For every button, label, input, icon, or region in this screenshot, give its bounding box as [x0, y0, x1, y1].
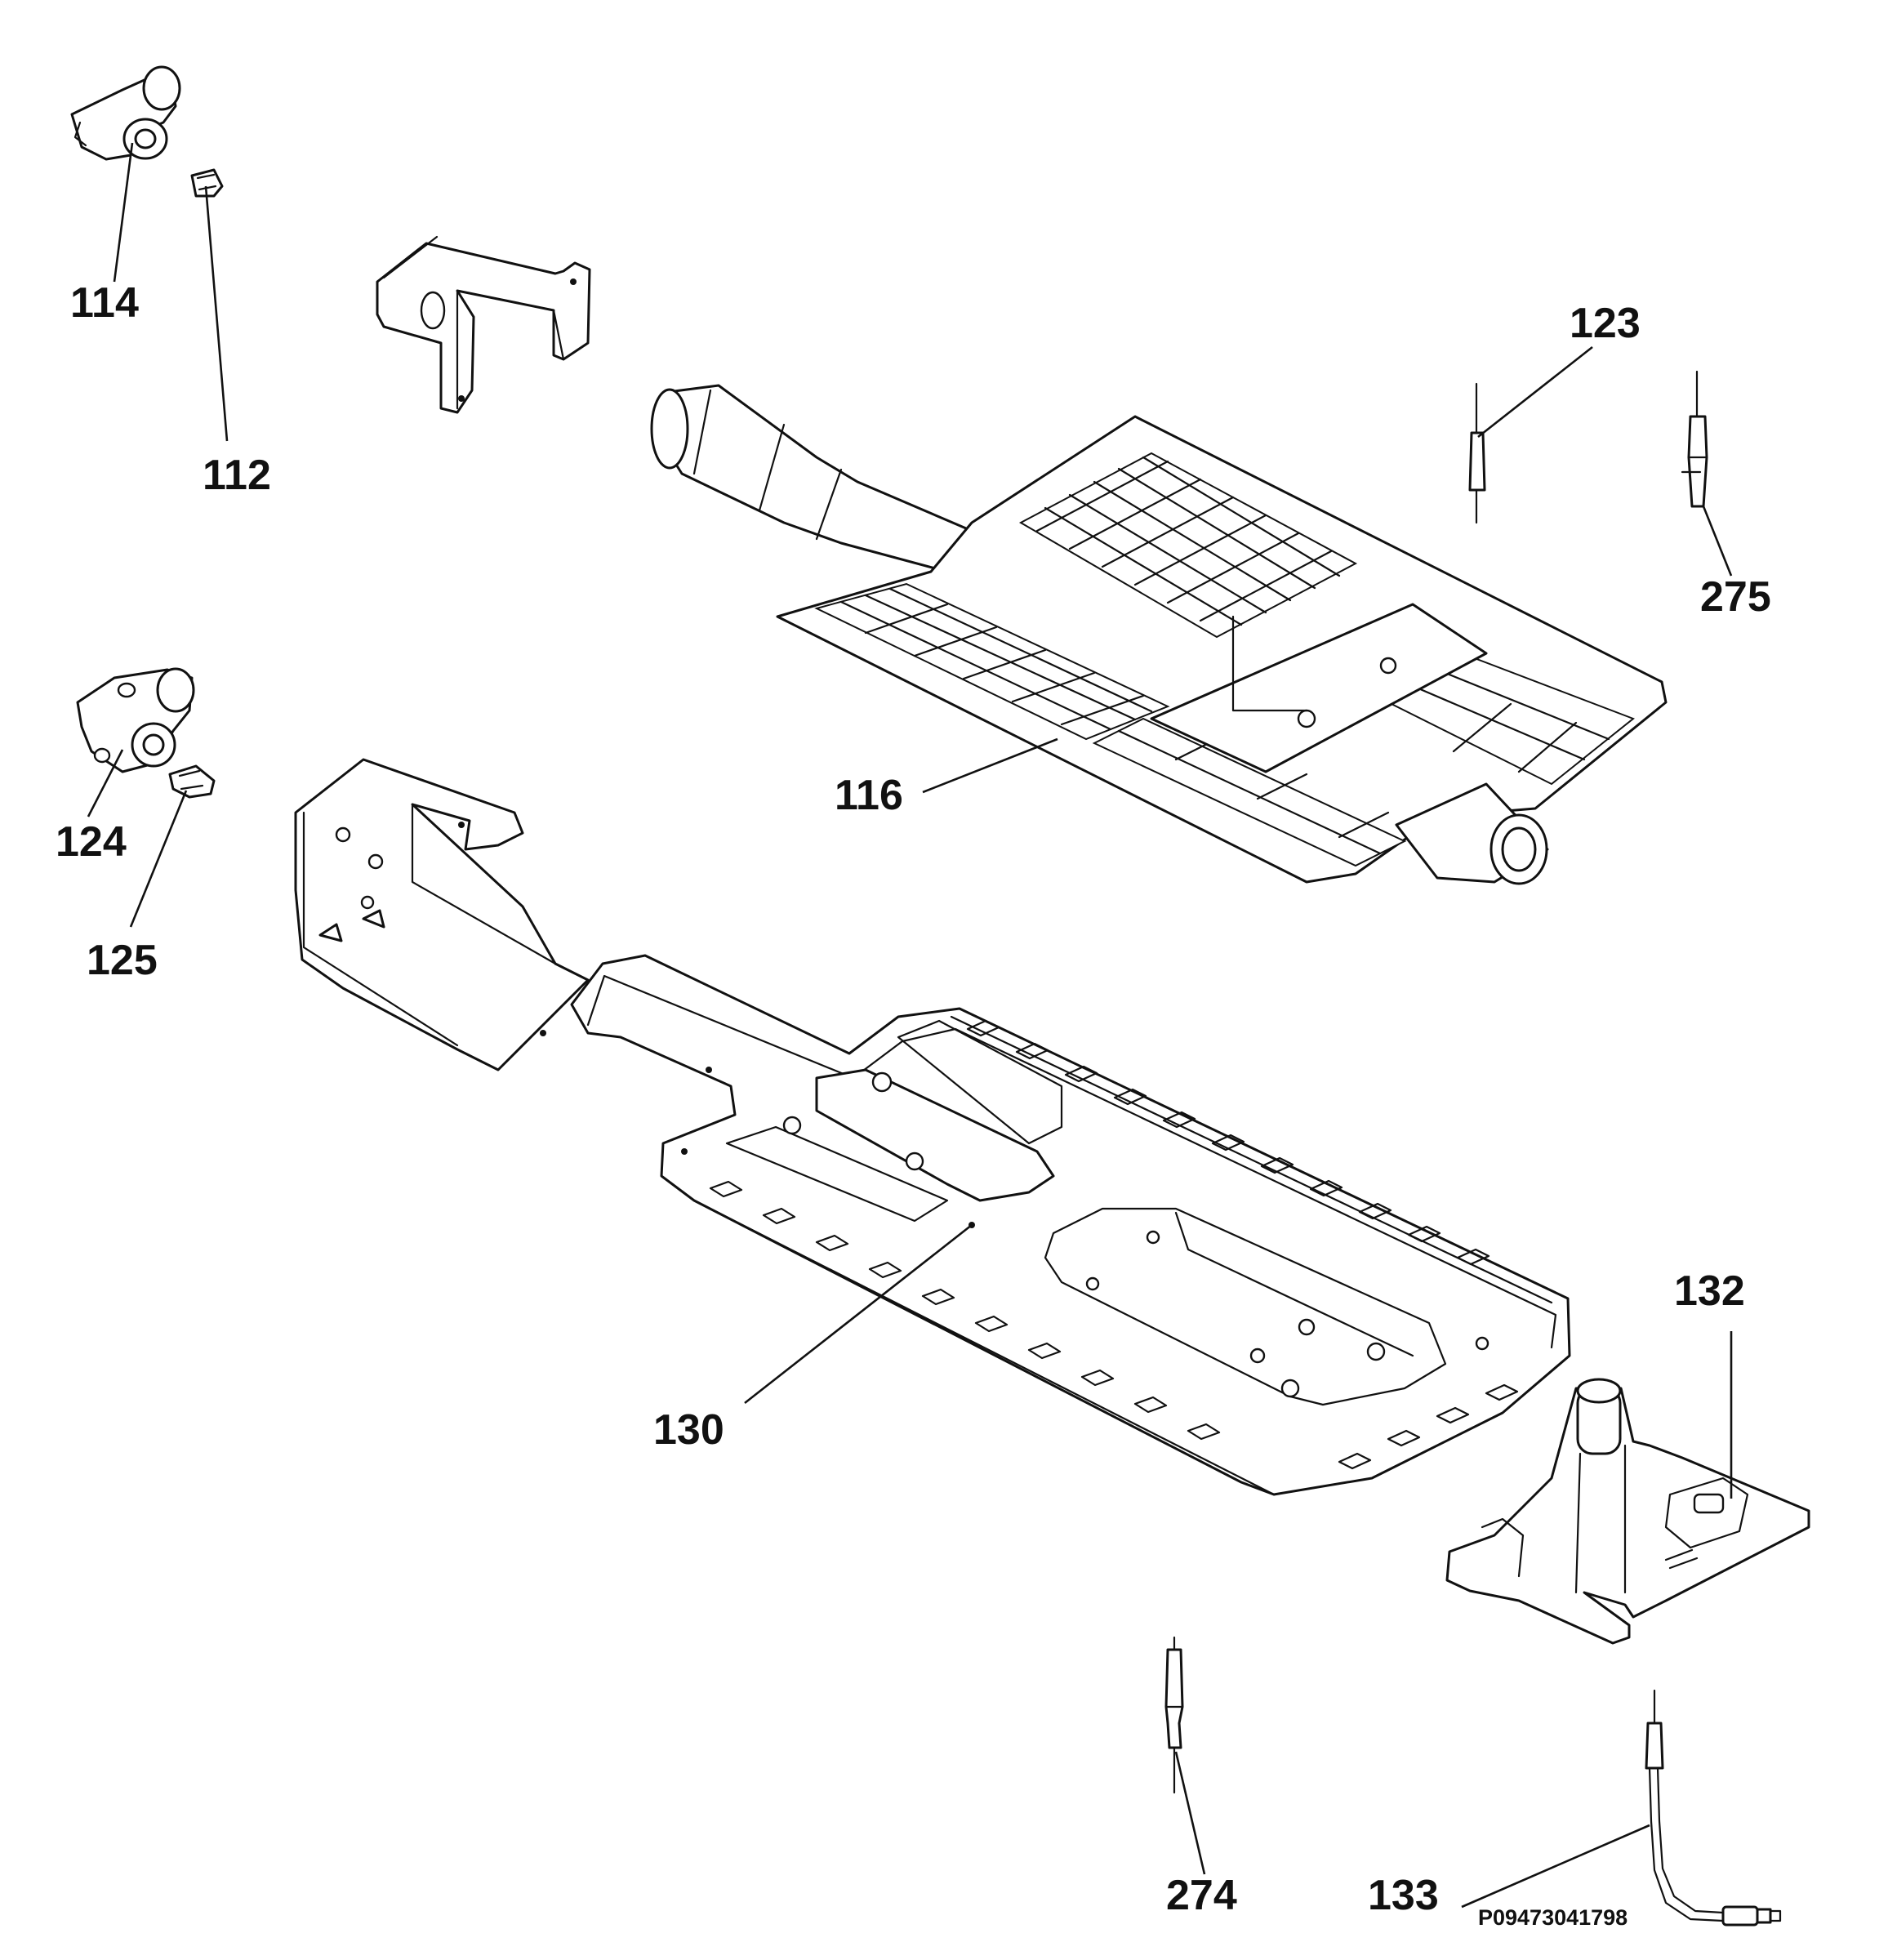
diagram-reference-code: P09473041798 [1478, 1905, 1628, 1930]
tray-tabs-lower [709, 1180, 1519, 1470]
part-114-valve [70, 65, 181, 161]
part-116-burner [650, 384, 1668, 885]
label-275: 275 [1700, 573, 1771, 621]
label-133: 133 [1368, 1872, 1439, 1919]
leader-114 [113, 142, 134, 283]
burner-grid-upper [1018, 452, 1358, 639]
label-125: 125 [87, 937, 158, 984]
label-130: 130 [653, 1406, 724, 1454]
top-bracket [376, 235, 591, 414]
label-274: 274 [1166, 1872, 1237, 1919]
lower-bracket [294, 758, 590, 1071]
leader-275 [1702, 506, 1733, 577]
leader-lines [87, 142, 1733, 1909]
label-116: 116 [835, 772, 903, 819]
part-112-injector [190, 168, 224, 198]
tray-tabs-upper [966, 1019, 1490, 1266]
leader-130 [744, 1223, 973, 1405]
part-125-injector [168, 764, 216, 799]
label-112: 112 [203, 452, 271, 499]
leader-125 [129, 790, 188, 928]
part-132-bracket [1445, 1378, 1810, 1645]
leader-274 [1174, 1751, 1206, 1875]
part-275-electrode [1681, 370, 1708, 508]
leader-112 [204, 185, 229, 442]
part-130-tray [570, 954, 1571, 1496]
label-132: 132 [1674, 1267, 1745, 1315]
part-274-electrode [1164, 1636, 1184, 1794]
leader-124 [87, 749, 124, 817]
label-114: 114 [70, 279, 139, 327]
leader-133 [1461, 1824, 1650, 1909]
label-123: 123 [1570, 300, 1641, 347]
leader-116 [922, 737, 1058, 794]
part-123-pin [1468, 382, 1486, 524]
part-124-valve [76, 667, 195, 773]
burner-grid-right [1092, 652, 1635, 867]
burner-grid-left [814, 582, 1170, 741]
label-124: 124 [56, 818, 127, 866]
leader-123 [1477, 345, 1593, 439]
part-133-thermocouple [1645, 1689, 1782, 1927]
